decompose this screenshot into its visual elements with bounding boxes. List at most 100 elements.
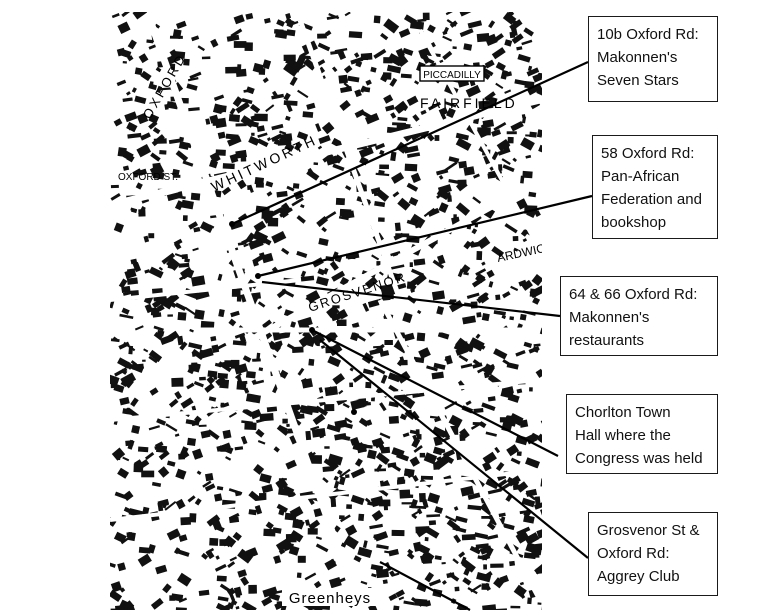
map-block	[262, 586, 278, 598]
map-block	[300, 204, 305, 209]
map-block	[455, 132, 469, 141]
map-block	[526, 67, 540, 77]
map-block	[431, 41, 436, 48]
map-block	[345, 185, 352, 191]
map-block	[151, 481, 162, 487]
map-block	[350, 56, 364, 65]
map-block	[261, 484, 274, 494]
map-block	[522, 170, 533, 179]
map-block	[484, 33, 498, 46]
map-block	[209, 152, 221, 164]
map-block	[338, 476, 346, 486]
map-block	[268, 592, 281, 602]
map-block	[202, 480, 212, 488]
map-block	[117, 21, 131, 34]
map-block	[391, 572, 400, 577]
map-block	[229, 556, 238, 562]
map-block	[212, 118, 222, 126]
map-block	[215, 555, 220, 560]
map-block	[214, 493, 223, 502]
map-block	[411, 268, 424, 277]
map-block	[479, 545, 493, 555]
map-block	[315, 276, 329, 287]
map-block	[126, 532, 133, 538]
map-block	[196, 470, 202, 475]
map-block	[252, 358, 261, 362]
map-block	[358, 146, 374, 158]
map-block	[205, 473, 214, 482]
map-block	[474, 532, 489, 540]
map-block	[150, 307, 160, 316]
map-block	[191, 348, 205, 361]
map-block	[339, 100, 351, 111]
map-block	[232, 340, 247, 346]
map-block	[352, 373, 364, 383]
map-block	[475, 268, 487, 276]
map-block	[183, 58, 190, 66]
map-block	[344, 417, 353, 424]
map-block	[354, 89, 362, 98]
map-block	[180, 516, 191, 526]
map-block	[452, 558, 459, 565]
map-block	[241, 98, 253, 105]
map-block	[121, 12, 133, 18]
map-block	[491, 47, 506, 60]
map-block	[189, 328, 194, 333]
map-block	[447, 195, 452, 202]
map-block	[117, 562, 127, 572]
map-block	[242, 355, 252, 363]
map-block	[442, 35, 453, 42]
map-block	[433, 362, 446, 370]
map-block	[227, 561, 236, 569]
map-block	[216, 486, 224, 491]
map-block	[358, 513, 365, 521]
leader-lines	[231, 60, 593, 611]
map-block	[502, 523, 515, 531]
map-block	[448, 156, 460, 163]
map-block	[540, 505, 542, 516]
map-block	[162, 502, 168, 509]
map-block	[522, 238, 528, 243]
map-block	[146, 39, 154, 44]
road	[297, 19, 403, 301]
map-block	[229, 594, 236, 602]
map-block	[493, 121, 507, 132]
map-block	[455, 515, 468, 524]
map-block	[383, 94, 394, 104]
callout-line: Hall where the	[575, 427, 671, 444]
map-block	[278, 136, 287, 144]
map-block	[392, 464, 402, 472]
map-block	[117, 467, 130, 479]
map-block	[289, 530, 304, 543]
map-block	[244, 422, 257, 431]
map-block	[504, 89, 512, 94]
map-block	[491, 151, 499, 161]
map-block	[131, 425, 141, 434]
map-block	[495, 608, 508, 610]
map-block	[351, 322, 360, 329]
map-block	[290, 321, 297, 328]
map-block	[125, 440, 134, 447]
map-block	[159, 87, 173, 91]
map-block	[359, 85, 366, 93]
map-block	[191, 275, 206, 287]
map-block	[261, 236, 272, 246]
map-block	[328, 386, 338, 393]
map-block	[235, 606, 240, 610]
map-block	[350, 331, 360, 342]
map-block	[254, 113, 268, 122]
map-block	[371, 254, 380, 261]
map-block	[188, 107, 200, 112]
map-block	[440, 191, 451, 198]
map-block	[249, 103, 261, 114]
map-block	[402, 47, 414, 56]
map-block	[391, 529, 405, 537]
map-block	[186, 382, 195, 390]
map-block	[110, 374, 120, 387]
map-block	[453, 506, 459, 511]
map-block	[532, 73, 542, 83]
map-block	[234, 332, 246, 339]
map-block	[394, 222, 401, 232]
map-block	[126, 154, 135, 163]
map-block	[427, 207, 440, 217]
